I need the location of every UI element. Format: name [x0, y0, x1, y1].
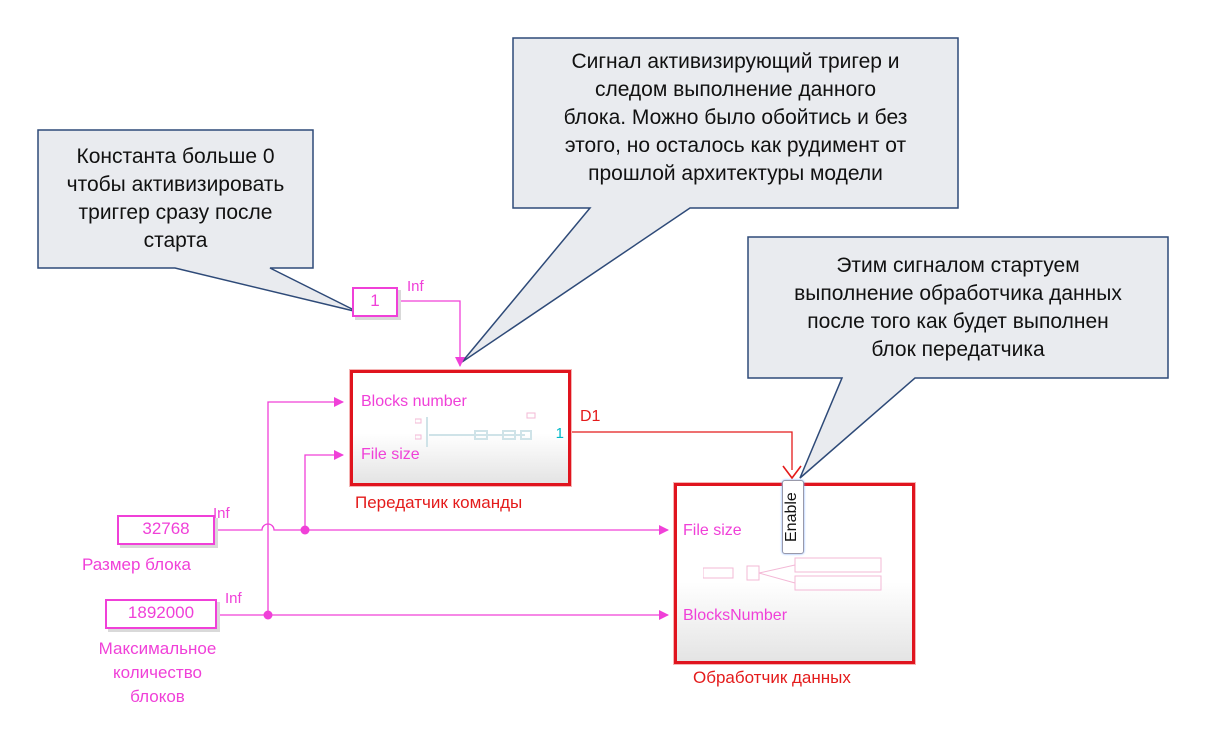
callout-line: Сигнал активизирующий тригер и	[571, 50, 900, 73]
port-blocks-number[interactable]: BlocksNumber	[683, 607, 788, 624]
callout-line: следом выполнение данного	[594, 78, 877, 101]
caption-line: количество	[112, 663, 203, 682]
callout-enable-signal: Этим сигналом стартуем выполнение обрабо…	[748, 252, 1168, 364]
callout-line: прошлой архитектуры модели	[588, 162, 883, 185]
callout-line: старта	[143, 229, 208, 252]
enable-arrow-icon	[782, 465, 802, 480]
callout-constant: Константа больше 0 чтобы активизировать …	[38, 143, 313, 255]
transmitter-subsystem[interactable]: Blocks number File size 1	[350, 370, 571, 486]
branch-point-block-size	[300, 525, 310, 535]
signal-label-max-blocks-inf: Inf	[225, 590, 242, 607]
caption-line: блоков	[130, 687, 185, 706]
enable-port[interactable]: Enable	[782, 480, 804, 554]
caption-line: Максимальное	[98, 639, 217, 658]
callout-line: чтобы активизировать	[66, 173, 285, 196]
signal-label-trigger-inf: Inf	[407, 278, 424, 295]
constant-trigger[interactable]: 1	[352, 287, 398, 317]
callout-line: блока. Можно было обойтись и без	[563, 106, 908, 129]
caption-block-size: Размер блока	[82, 555, 191, 574]
callout-line: триггер сразу после	[78, 201, 273, 224]
callout-enable-bubble	[747, 236, 1169, 479]
signal-label-d1: D1	[580, 408, 601, 425]
subsystem-preview-icon	[415, 412, 536, 447]
constant-max-blocks[interactable]: 1892000	[105, 599, 217, 629]
processor-name: Обработчик данных	[693, 668, 851, 687]
signal-label-block-size-inf: Inf	[213, 505, 230, 522]
port-blocks-number[interactable]: Blocks number	[361, 393, 467, 410]
port-file-size[interactable]: File size	[361, 446, 420, 463]
callout-constant-bubble	[37, 129, 359, 313]
signal-d1[interactable]	[568, 431, 793, 470]
callout-line: выполнение обработчика данных	[794, 282, 1122, 305]
callout-line: Этим сигналом стартуем	[836, 254, 1080, 277]
out-port-number: 1	[555, 425, 564, 442]
callout-line: блок передатчика	[871, 338, 1045, 361]
constant-block-size[interactable]: 32768	[117, 515, 215, 545]
callout-line: Константа больше 0	[76, 145, 275, 168]
subsystem-preview-icon	[703, 557, 882, 591]
signal-to-blocks-number[interactable]	[267, 397, 344, 540]
signal-to-file-size-tx[interactable]	[304, 450, 344, 530]
callout-trigger-bubble	[461, 37, 959, 363]
callout-line: после того как будет выполнен	[807, 310, 1109, 333]
signal-block-size[interactable]	[213, 523, 669, 535]
branch-point-max-blocks	[263, 610, 273, 620]
callout-line: этого, но осталось как рудимент от	[564, 134, 907, 157]
signal-trigger[interactable]	[397, 300, 465, 367]
transmitter-name: Передатчик команды	[355, 493, 523, 512]
port-file-size[interactable]: File size	[683, 522, 742, 539]
caption-max-blocks: Максимальное количество блоков	[75, 637, 240, 709]
callout-trigger-signal: Сигнал активизирующий тригер и следом вы…	[513, 48, 958, 188]
